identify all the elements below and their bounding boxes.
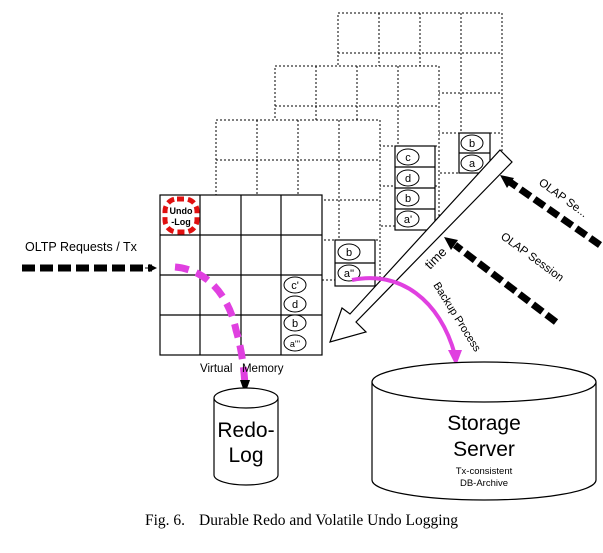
back-item-0: b — [469, 138, 475, 150]
virtual-memory-label: Virtual Memory — [200, 363, 284, 375]
storage-sub1: Tx-consistent — [456, 466, 513, 477]
redo-log-line2: Log — [228, 444, 263, 467]
front-item-2: b — [292, 318, 298, 330]
undo-log-label-2: -Log — [171, 217, 191, 227]
undo-log-label-1: Undo — [170, 206, 193, 216]
mid-item-2: b — [405, 193, 411, 205]
backup-arrow — [351, 276, 457, 356]
storage-sub2: DB-Archive — [460, 478, 508, 489]
caption-text: Durable Redo and Volatile Undo Logging — [199, 512, 459, 529]
mid-item-3: a' — [404, 214, 412, 226]
back-item-1: a — [469, 158, 476, 170]
storage-line1: Storage — [447, 412, 521, 435]
storage-server-cylinder — [371, 361, 597, 501]
olap-session-2-shaft — [452, 242, 559, 325]
mid2-item-0: b — [346, 247, 352, 259]
backup-arrow-head — [448, 350, 462, 366]
time-arrow — [329, 149, 513, 343]
redo-log-line1: Redo- — [217, 419, 274, 442]
front-item-1: d — [292, 299, 298, 311]
back-items — [460, 134, 484, 172]
mid2-item-1: a'' — [344, 268, 354, 280]
mid2-items — [337, 243, 361, 282]
figure-caption: Fig. 6. Durable Redo and Volatile Undo Lo… — [0, 512, 603, 530]
caption-number: Fig. 6. — [144, 512, 186, 529]
olap-session-1-label: OLAP Se... — [536, 177, 589, 220]
undo-log-ring — [162, 196, 200, 235]
storage-line2: Server — [453, 438, 515, 461]
front-item-0: c' — [291, 280, 299, 292]
mid-items — [396, 148, 420, 228]
olap-session-2-head — [444, 237, 458, 250]
mid-item-1: d — [405, 173, 411, 185]
front-item-3: a''' — [290, 339, 300, 349]
oltp-label: OLTP Requests / Tx — [25, 240, 138, 254]
redo-log-cylinder — [213, 387, 279, 486]
redo-arrow-head — [240, 380, 250, 394]
redo-path — [174, 263, 249, 386]
olap-session-1-head — [500, 175, 514, 188]
front-items — [283, 276, 307, 352]
olap-session-1-shaft — [507, 179, 603, 248]
olap-session-2-label: OLAP Session — [498, 231, 565, 285]
mid-item-0: c — [405, 152, 411, 164]
